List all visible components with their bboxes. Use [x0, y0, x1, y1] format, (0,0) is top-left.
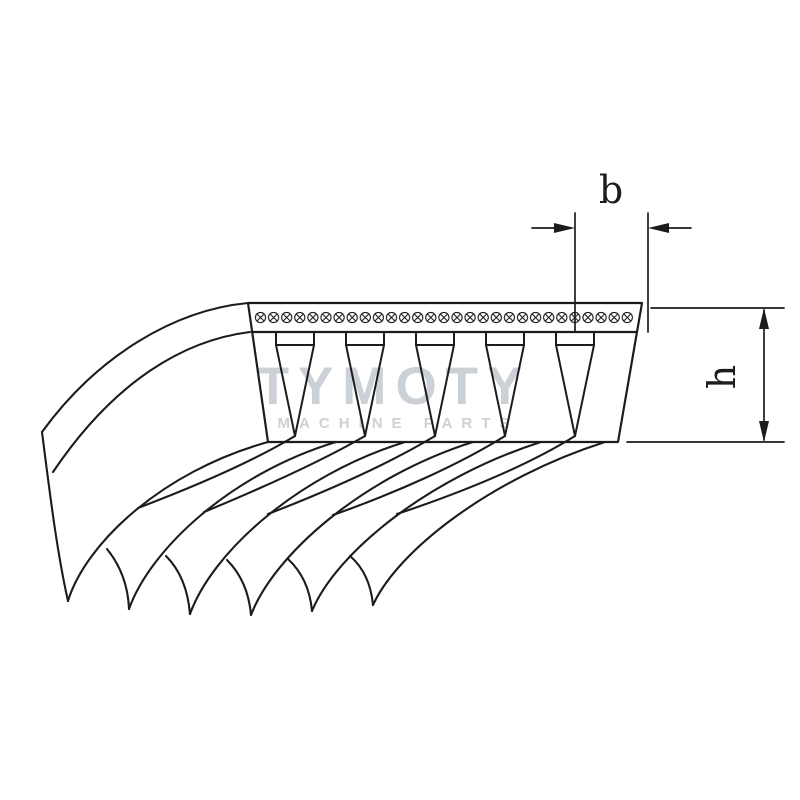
watermark-subtitle: MACHINE PARTS — [278, 415, 519, 432]
dimension-b-label: b — [599, 168, 623, 212]
cord-band — [254, 306, 633, 329]
dimension-arrowheads — [554, 223, 769, 442]
groove-triangles — [275, 331, 595, 437]
dimension-h — [626, 307, 785, 443]
arrow-b-left — [554, 223, 575, 233]
belt-front-face — [246, 301, 644, 444]
arrow-b-right — [648, 223, 669, 233]
perspective-curves — [40, 301, 607, 617]
arrow-h-bottom — [759, 421, 769, 442]
belt-linework — [40, 212, 785, 617]
dimension-h-label: h — [700, 365, 744, 389]
dimension-b — [531, 212, 692, 333]
arrow-h-top — [759, 308, 769, 329]
